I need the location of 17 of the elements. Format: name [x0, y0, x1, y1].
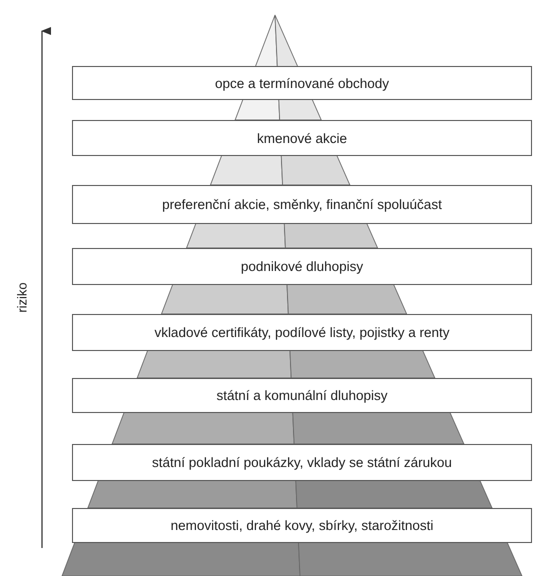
category-band [72, 66, 532, 100]
category-label: vkladové certifikáty, podílové listy, pojistky a renty [154, 325, 450, 340]
category-band [72, 120, 532, 156]
category-label: státní pokladní poukázky, vklady se státní zárukou [152, 455, 452, 470]
category-band [72, 508, 532, 543]
category-label: podnikové dluhopisy [240, 259, 364, 274]
category-label: státní a komunální dluhopisy [216, 388, 388, 403]
category-band [72, 248, 532, 285]
axis-label: riziko [14, 281, 30, 315]
category-band [72, 378, 532, 413]
category-label: opce a termínované obchody [214, 76, 390, 90]
category-band [72, 314, 532, 351]
category-label: nemovitosti, drahé kovy, sbírky, starožitnosti [170, 518, 434, 533]
category-band [72, 185, 532, 224]
category-band [72, 444, 532, 481]
category-label: kmenové akcie [256, 130, 348, 146]
category-label: preferenční akcie, směnky, finanční spoluúčast [162, 197, 442, 212]
